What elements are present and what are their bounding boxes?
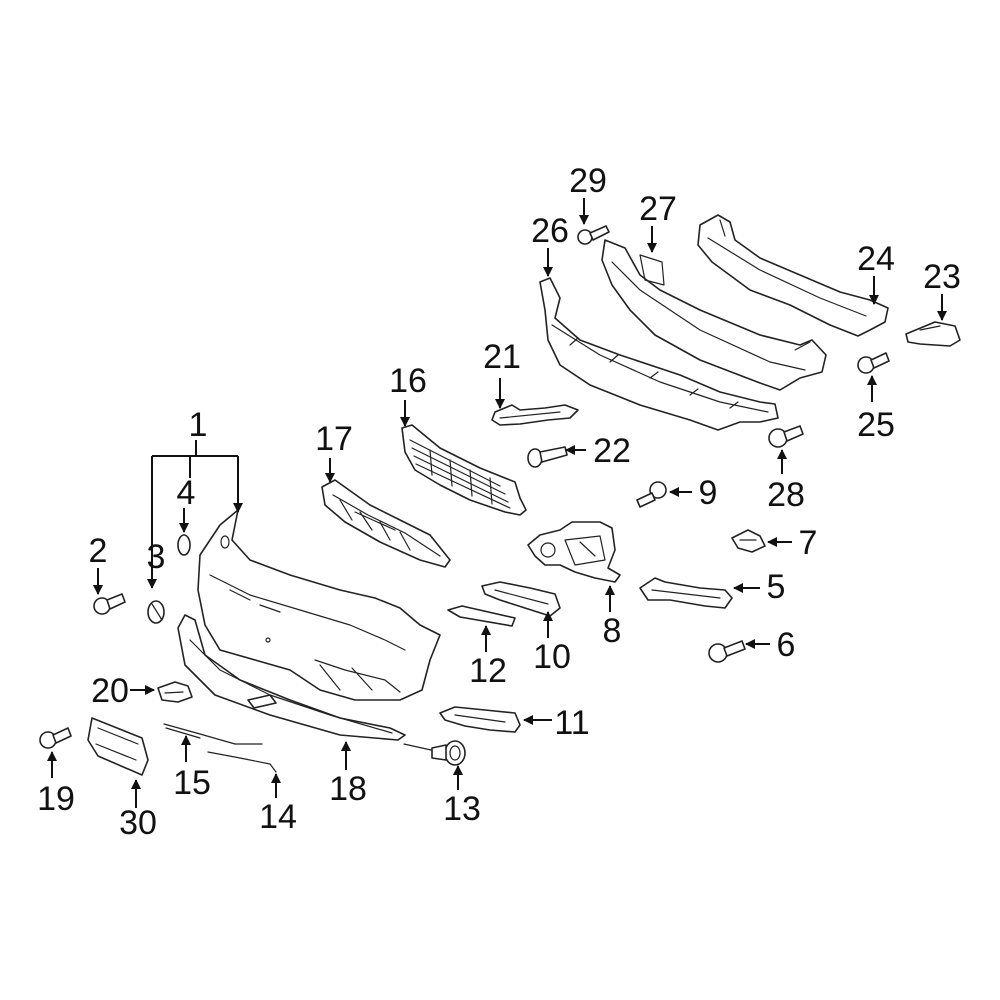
bolt-29-part [577,225,610,245]
grille-16-part [401,424,527,516]
lamp-housing-8-part [527,521,621,583]
upper-absorber-part [697,214,889,337]
callout-15: 15 [173,764,211,802]
callout-16: 16 [389,362,427,400]
callout-23: 23 [923,258,961,296]
plate-bracket-30-part [87,717,149,776]
callout-3: 3 [147,538,166,576]
callout-11: 11 [554,704,589,742]
bracket-21-part [491,404,579,426]
bolt-25-part [857,352,890,374]
duct-11-part [439,706,521,733]
leader-1 [152,440,238,457]
spoiler-18-part [177,614,406,741]
callout-18: 18 [329,770,367,808]
callout-24: 24 [857,240,895,278]
callout-30: 30 [119,804,157,842]
bolt-28-part [768,425,804,448]
callout-28: 28 [767,476,805,514]
seal-ring-4-part [177,534,191,556]
strip-14-part [207,751,277,773]
callout-14: 14 [259,798,297,836]
callout-6: 6 [777,626,796,664]
callout-25: 25 [857,406,895,444]
bolt-2-part [93,593,126,615]
clip-7-part [731,529,766,553]
sensor-13-part [403,740,466,766]
trim-10-part [481,581,561,617]
bumper-cover-part [197,509,441,701]
energy-absorber-part [539,277,779,431]
callout-8: 8 [603,612,622,650]
bolt-22-part [527,446,568,468]
callout-2: 2 [89,532,108,570]
bolt-6-part [708,640,746,663]
callout-5: 5 [767,568,786,606]
callout-9: 9 [699,474,718,512]
callout-21: 21 [483,338,521,376]
callout-13: 13 [443,790,481,828]
callout-10: 10 [533,638,571,676]
callout-29: 29 [569,162,607,200]
callout-22: 22 [593,432,631,470]
bolt-9-part [636,481,667,508]
molding-12-part [447,605,516,627]
callout-20: 20 [91,672,129,710]
callout-1: 1 [189,406,208,444]
bracket-20-part [157,681,193,703]
callout-17: 17 [315,420,353,458]
callout-27: 27 [639,190,677,228]
callout-26: 26 [531,212,569,250]
strip-15-part [163,723,263,745]
bracket-5-part [639,577,733,609]
reinforcement-bar-part [601,239,827,391]
callout-12: 12 [469,652,507,690]
cap-3-part [147,600,165,624]
callout-7: 7 [799,524,818,562]
bolt-19-part [39,727,72,749]
callout-19: 19 [37,780,75,818]
callout-4: 4 [177,474,196,512]
end-block-part [905,321,961,347]
grille-17-part [321,479,451,568]
